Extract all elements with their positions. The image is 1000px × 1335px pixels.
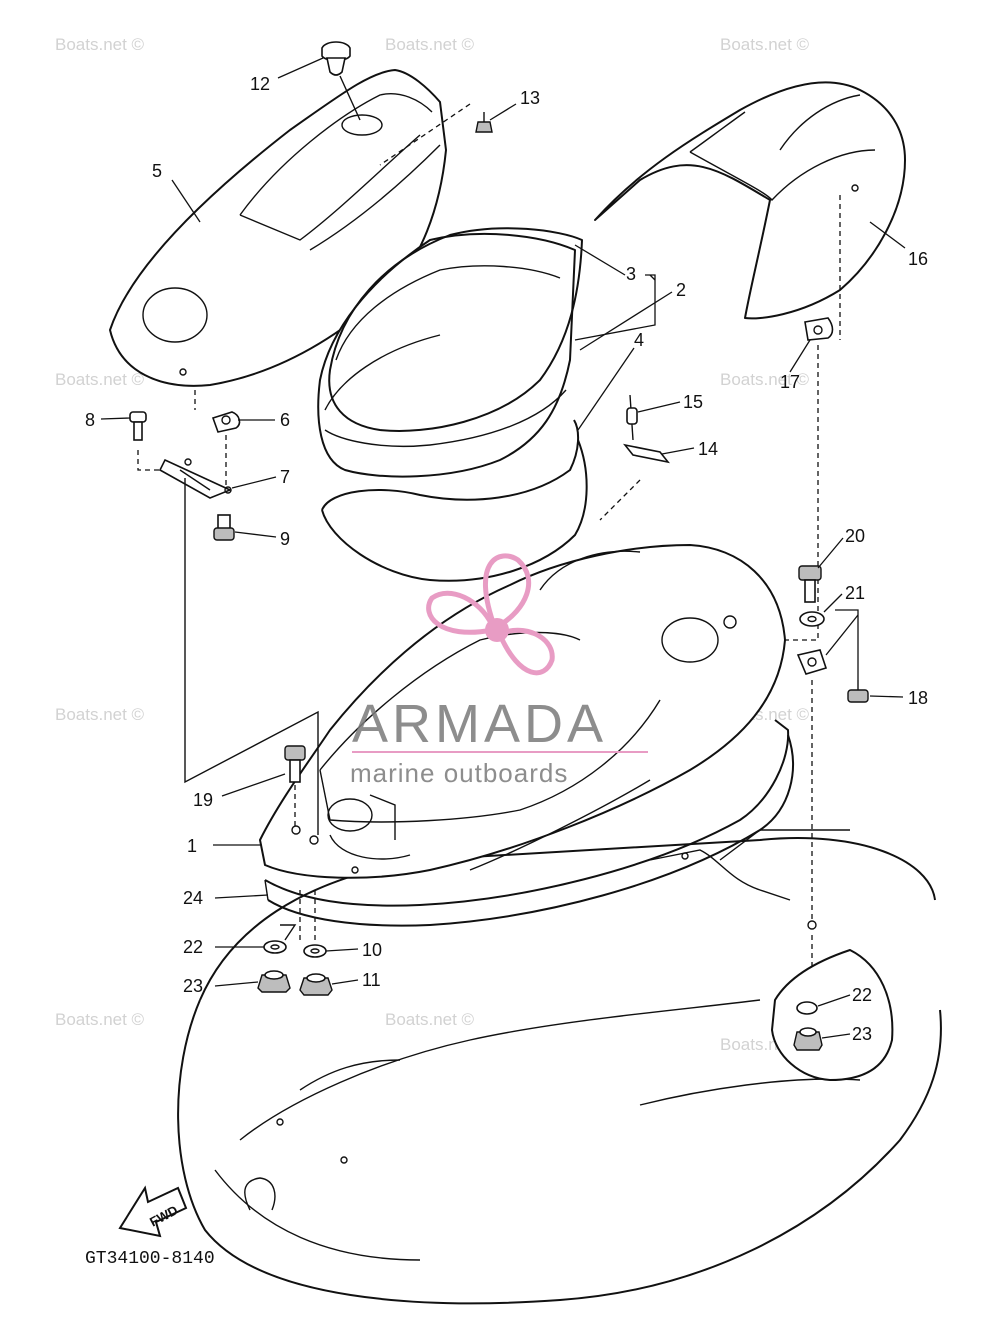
inset-underside (771, 949, 894, 1081)
diagram-code: GT34100-8140 (85, 1249, 215, 1269)
callout-24: 24 (183, 888, 203, 908)
callout-12: 12 (250, 74, 270, 94)
callout-14: 14 (698, 439, 718, 459)
part-12-cap (321, 41, 361, 121)
callout-4: 4 (634, 330, 644, 350)
callout-16: 16 (908, 249, 928, 269)
callout-22: 22 (183, 937, 203, 957)
part-22-washer-left (263, 940, 287, 954)
callout-13: 13 (520, 88, 540, 108)
part-14-clip (599, 443, 670, 521)
watermark: Boats.net © (720, 35, 810, 54)
part-4-seal (321, 419, 588, 582)
part-9-bolt (213, 514, 235, 541)
callout-8: 8 (85, 410, 95, 430)
part-23-nut-left (257, 970, 291, 993)
mark (280, 924, 297, 941)
armada-logo: ARMADA marine outboards (350, 553, 648, 788)
fwd-arrow-icon: FWD (118, 1185, 188, 1238)
watermark: Boats.net © (55, 1010, 145, 1029)
watermark: Boats.net © (55, 370, 145, 389)
part-7-hinge (158, 458, 233, 499)
callout-3: 3 (626, 264, 636, 284)
part-24-gunwale (264, 719, 794, 927)
callout-18: 18 (908, 688, 928, 708)
watermark: Boats.net © (55, 35, 145, 54)
callout-6: 6 (280, 410, 290, 430)
part-10-washer (303, 944, 327, 958)
part-15-pin (626, 394, 638, 441)
part-1-deck (259, 544, 786, 879)
bracket-18-21 (796, 649, 828, 1000)
callout-5: 5 (152, 161, 162, 181)
watermark: Boats.net © (385, 35, 475, 54)
part-13-screw (379, 103, 493, 166)
part-6-bracket (211, 411, 241, 485)
logo-tagline: marine outboards (350, 758, 568, 788)
part-20-bolt (798, 565, 822, 603)
callout-17: 17 (780, 372, 800, 392)
callout-22-inset: 22 (852, 985, 872, 1005)
callout-20: 20 (845, 526, 865, 546)
callout-1: 1 (187, 836, 197, 856)
part-16-seat (594, 81, 906, 340)
watermark: Boats.net © (720, 370, 810, 389)
callout-2: 2 (676, 280, 686, 300)
logo-name: ARMADA (352, 694, 607, 754)
part-18-nut (847, 680, 869, 703)
part-21-washer (799, 611, 825, 627)
callout-leaders (100, 57, 906, 1039)
part-19-bolt (284, 745, 306, 830)
callout-23-inset: 23 (852, 1024, 872, 1044)
callout-21: 21 (845, 583, 865, 603)
part-11-nut (299, 973, 333, 996)
callout-9: 9 (280, 529, 290, 549)
exploded-lines (184, 390, 319, 940)
part-3-seal (328, 227, 583, 432)
callout-23: 23 (183, 976, 203, 996)
callout-10: 10 (362, 940, 382, 960)
propeller-icon (426, 553, 555, 676)
part-2-storage-bucket (317, 232, 576, 478)
callout-19: 19 (193, 790, 213, 810)
watermark: Boats.net © (385, 1010, 475, 1029)
callout-15: 15 (683, 392, 703, 412)
callout-11: 11 (362, 970, 381, 990)
watermark: Boats.net © (55, 705, 145, 724)
callout-7: 7 (280, 467, 290, 487)
part-8-bolt (129, 411, 190, 471)
callout-labels: 12 13 5 3 2 4 16 17 15 14 8 6 7 9 20 21 … (85, 74, 928, 1044)
